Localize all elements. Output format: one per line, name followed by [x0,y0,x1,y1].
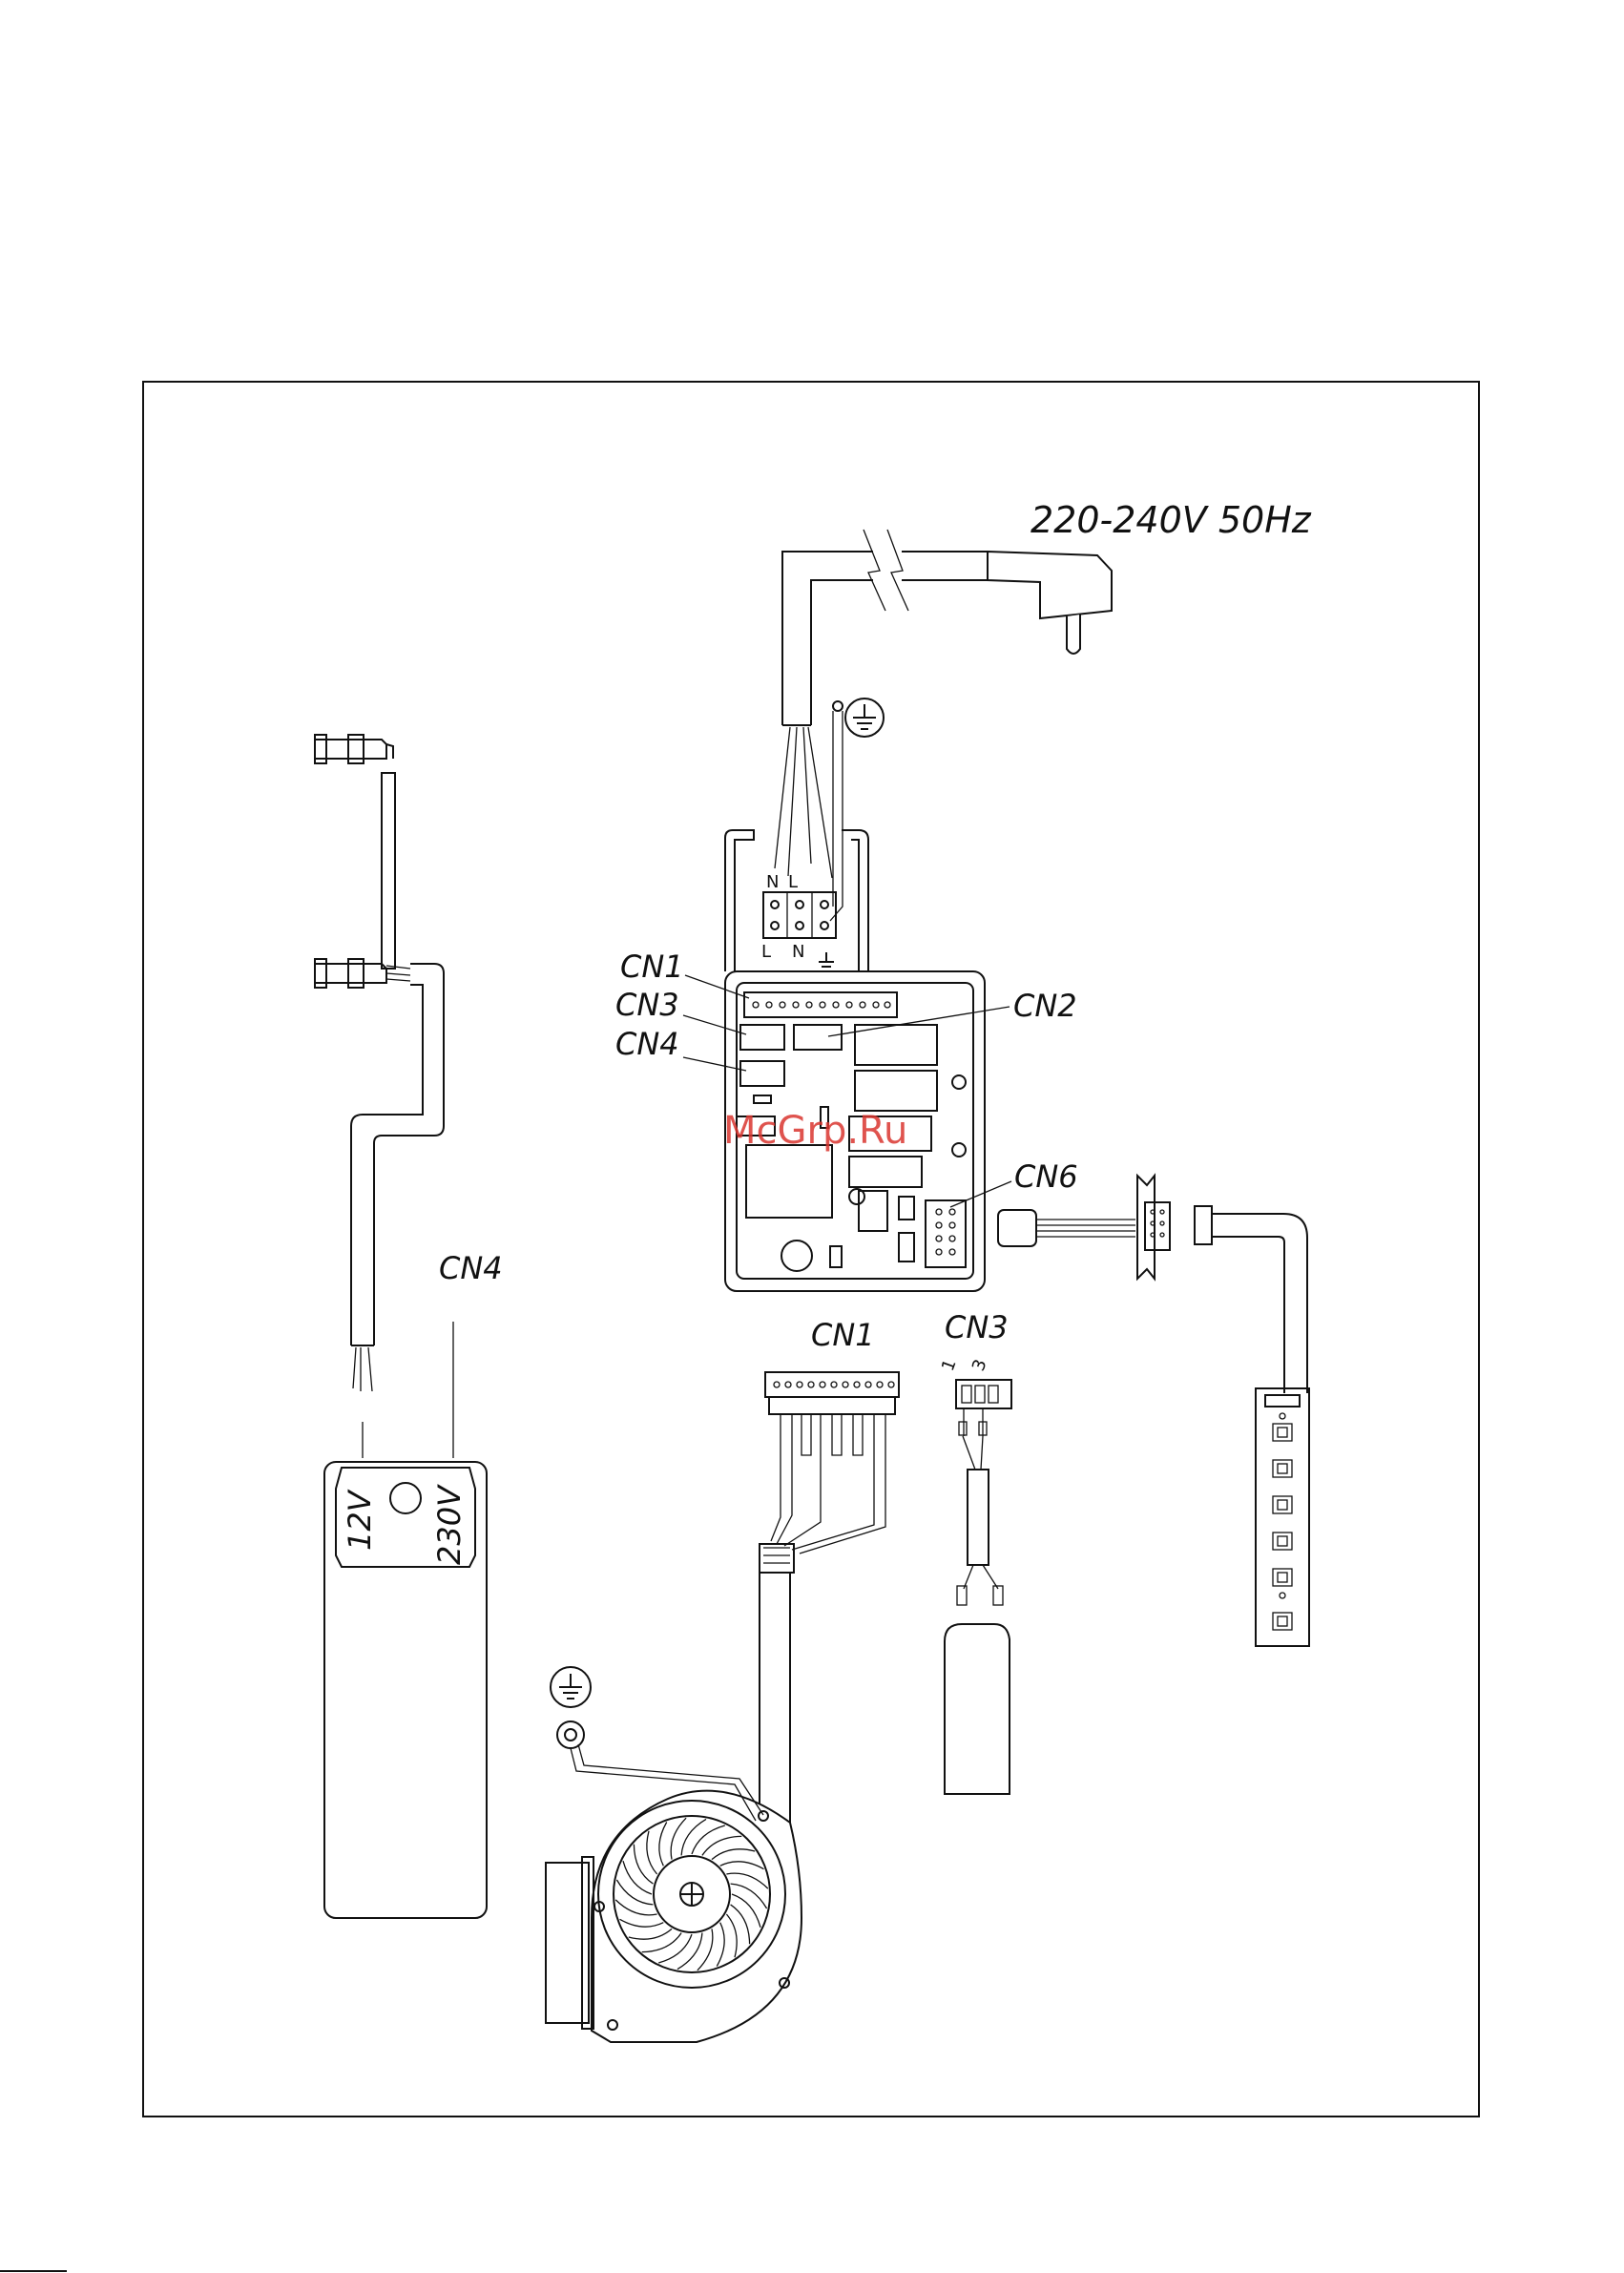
fan-blade [647,1831,657,1874]
label-cn1-board: CN1 [620,949,684,985]
label-cn3-cable: CN3 [945,1309,1009,1345]
terminal-n-top: N [766,872,779,892]
label-cn6-board: CN6 [1014,1158,1078,1195]
ground-symbol-icon [845,699,884,737]
led-strip-icon [1256,1388,1309,1646]
label-230v: 230V [431,1484,468,1565]
cn6-cable [998,1176,1307,1393]
fan-blade [620,1919,664,1927]
fan-icon [546,1791,802,2042]
fan-ground-symbol-icon [551,1667,591,1707]
power-cord [775,530,988,878]
cn1-connector [765,1372,899,1554]
watermark: McGrp.Ru [723,1109,907,1153]
terminal-l-top: L [788,872,798,892]
fan-blade [712,1849,755,1860]
fan-blade [623,1861,652,1894]
plug-icon [988,552,1112,654]
voltage-label: 220-240V 50Hz [1031,499,1312,541]
terminal-n-bottom: N [792,942,804,962]
terminal-block [763,892,836,938]
fan-blade [629,1929,672,1939]
capacitor [945,1624,1010,1794]
fan-blade [658,1934,692,1963]
fan-blade [726,1873,767,1888]
cord-ground-wire [830,701,843,921]
fan-blade [697,1929,713,1970]
label-cn3-board: CN3 [615,987,679,1023]
fan-blade [726,1914,737,1957]
label-cn4-board: CN4 [615,1026,679,1062]
fan-blade [717,1923,724,1967]
label-pin-1: 1 [938,1357,961,1374]
label-cn1-cable: CN1 [811,1317,875,1353]
fan-blade [732,1894,760,1928]
cn3-cable [956,1380,1011,1605]
terminal-l-bottom: L [761,942,771,962]
label-12v: 12V [342,1489,378,1551]
fan-blade [692,1825,725,1854]
fan-blade [659,1823,667,1866]
label-cn4-cable: CN4 [439,1250,503,1286]
box-ground-icon [819,952,834,967]
cn4-cable [315,735,444,1458]
fan-blade [720,1862,764,1869]
fan-blade [615,1900,656,1915]
fan-blade [671,1818,686,1859]
label-cn2-board: CN2 [1013,988,1077,1024]
fan-cable [760,1544,794,1823]
label-pin-3: 3 [968,1357,991,1374]
